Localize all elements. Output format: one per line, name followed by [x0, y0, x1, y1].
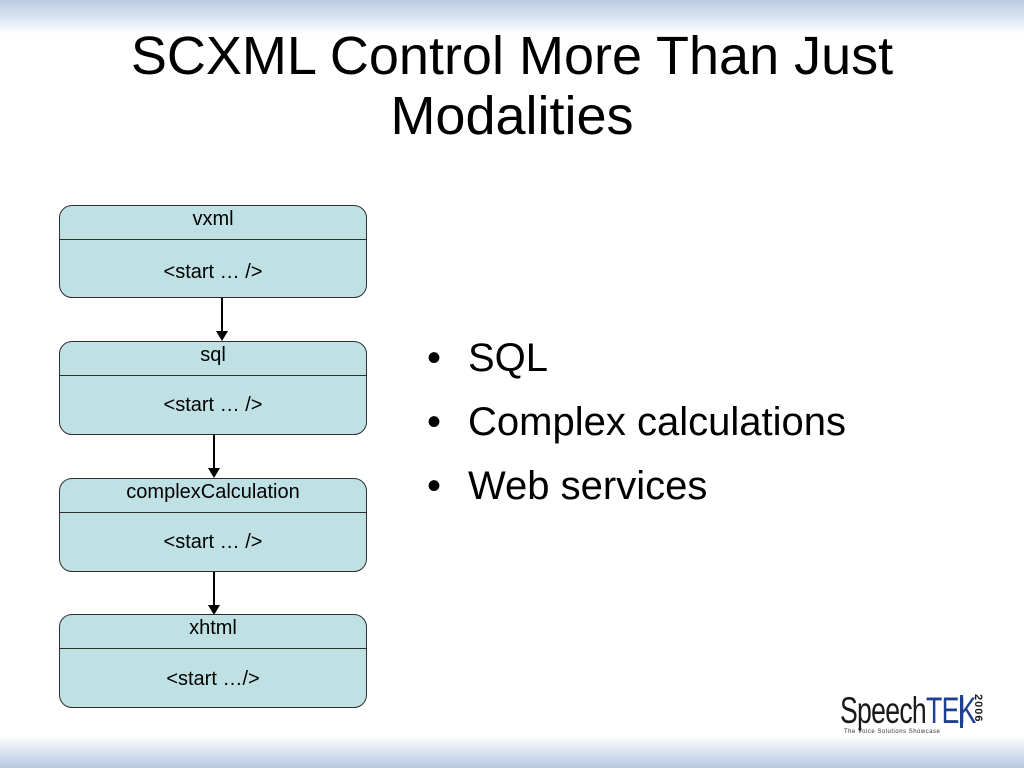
logo-wordmark: SpeechTEK: [840, 689, 976, 733]
state-body: <start … />: [163, 394, 263, 416]
state-complex-calculation: complexCalculation <start … />: [59, 478, 367, 572]
transition-arrow: [216, 298, 228, 341]
state-sql: sql <start … />: [59, 341, 367, 435]
logo-word-speech: Speech: [840, 690, 927, 731]
top-gradient-band: [0, 0, 1024, 34]
logo-tagline: The Voice Solutions Showcase: [844, 729, 941, 735]
bullet-item: SQL: [425, 326, 846, 390]
state-name: sql: [60, 342, 366, 376]
state-vxml: vxml <start … />: [59, 205, 367, 298]
transition-arrow: [208, 435, 220, 478]
logo-word-tek: TEK: [926, 690, 976, 731]
bullet-item: Complex calculations: [425, 390, 846, 454]
state-body: <start … />: [163, 531, 263, 553]
speechtek-logo: SpeechTEK 2006 The Voice Solutions Showc…: [840, 689, 985, 737]
transition-arrow: [208, 572, 220, 615]
state-body: <start … />: [163, 261, 263, 283]
title-line-1: SCXML Control More Than Just: [130, 26, 894, 86]
bullet-item: Web services: [425, 454, 846, 518]
bullet-list: SQL Complex calculations Web services: [425, 326, 846, 518]
state-name: xhtml: [60, 615, 366, 649]
state-name: complexCalculation: [60, 479, 366, 513]
state-body: <start …/>: [166, 668, 260, 690]
state-name: vxml: [60, 206, 366, 240]
state-xhtml: xhtml <start …/>: [59, 614, 367, 708]
logo-divider: [960, 695, 963, 728]
slide-title: SCXML Control More Than Just Modalities: [0, 26, 1024, 146]
logo-year: 2006: [972, 694, 984, 723]
bottom-gradient-band: [0, 736, 1024, 768]
title-line-2: Modalities: [390, 86, 634, 146]
